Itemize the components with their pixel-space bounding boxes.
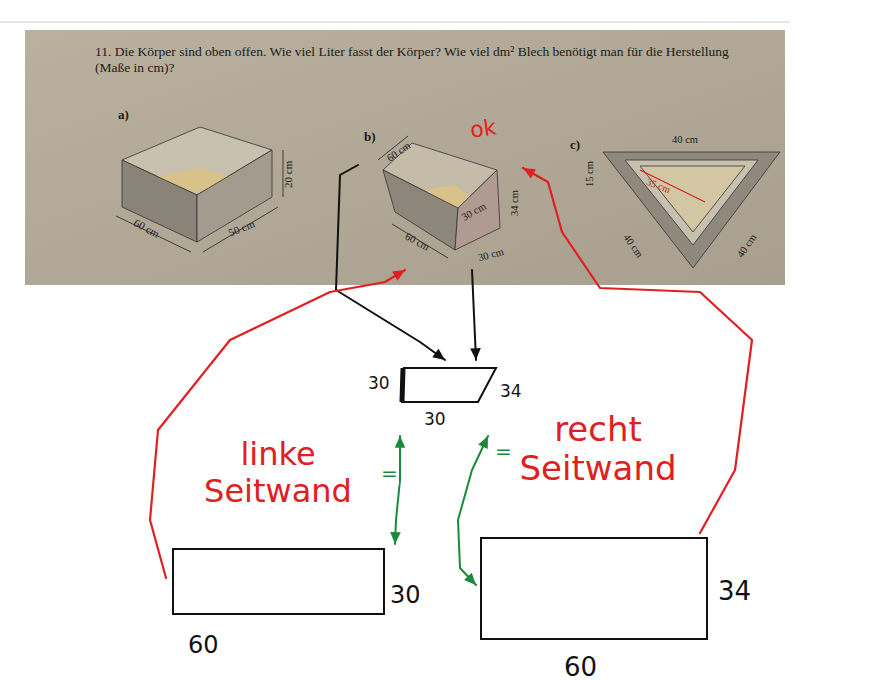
dimension-label: 40 cm (621, 232, 646, 260)
connector-arrow (150, 270, 405, 578)
wall-rectangle (480, 537, 708, 640)
dimension-label: 15 cm (584, 161, 596, 187)
thick-edge (402, 368, 403, 402)
dimension-number: 60 (564, 653, 597, 683)
equals-sign: = (380, 462, 399, 485)
trapezoid-prism-figure (378, 136, 500, 258)
connector-line (472, 270, 476, 360)
handwritten-heading: linke Seitwand (178, 436, 378, 510)
dimension-label: 30 cm (460, 200, 489, 223)
dimension-number: 34 (500, 382, 522, 402)
dimension-label: 34 cm (509, 190, 521, 216)
dimension-label: 20 cm (282, 161, 295, 188)
cuboid-figure (116, 127, 283, 252)
arrowhead (390, 532, 401, 544)
dimension-number: 34 (718, 577, 751, 607)
left-wall-rect: 60 30 (166, 544, 424, 666)
arrowhead (395, 436, 406, 448)
handwritten-heading: recht Seitwand (488, 410, 708, 488)
handwritten-note: ok (468, 114, 497, 143)
textbook-photo (25, 30, 785, 285)
right-wall-rect: 34 60 (476, 533, 766, 690)
arrowhead (432, 349, 445, 360)
dimension-label: 60 cm (132, 216, 162, 240)
textbook-photo-panel: 11. Die Körper sind oben offen. Wie viel… (25, 30, 785, 285)
dimension-label: 50 cm (227, 217, 257, 239)
arrowhead (470, 348, 481, 360)
dimension-number: 30 (368, 374, 390, 394)
arrowhead (392, 270, 405, 281)
dimension-label: 30 cm (477, 246, 505, 264)
dimension-label: 40 cm (672, 134, 698, 146)
connector-arrow (390, 436, 405, 544)
connector-arrow (470, 270, 481, 360)
dimension-number: 30 (390, 582, 421, 610)
figure-letter: a) (118, 108, 129, 123)
dimension-label: 60 cm (385, 140, 413, 165)
figure-letter: b) (364, 130, 376, 145)
triangle-prism-figure (603, 152, 780, 268)
dimension-label: 60 cm (403, 231, 432, 254)
connector-line (395, 436, 400, 544)
arrowhead (464, 573, 476, 585)
connector-arrow (458, 436, 488, 585)
figure-letter: c) (570, 138, 580, 153)
connector-arrow (336, 165, 445, 360)
arrowhead (523, 168, 536, 178)
connector-line (458, 436, 488, 585)
dimension-number: 60 (188, 632, 219, 660)
connector-line (150, 270, 405, 578)
wall-rectangle (172, 548, 385, 615)
task-text: 11. Die Körper sind oben offen. Wie viel… (95, 44, 745, 75)
trapezoid-shape (402, 368, 496, 402)
dimension-number: 30 (424, 410, 446, 430)
page-rule (0, 22, 790, 23)
trapezoid-sketch: 30 34 30 (366, 360, 530, 436)
arrowhead (478, 436, 488, 449)
connector-line (336, 165, 445, 360)
dimension-label: 40 cm (735, 232, 760, 260)
dimension-label: 35 cm (645, 176, 672, 196)
equals-sign: = (494, 440, 513, 463)
